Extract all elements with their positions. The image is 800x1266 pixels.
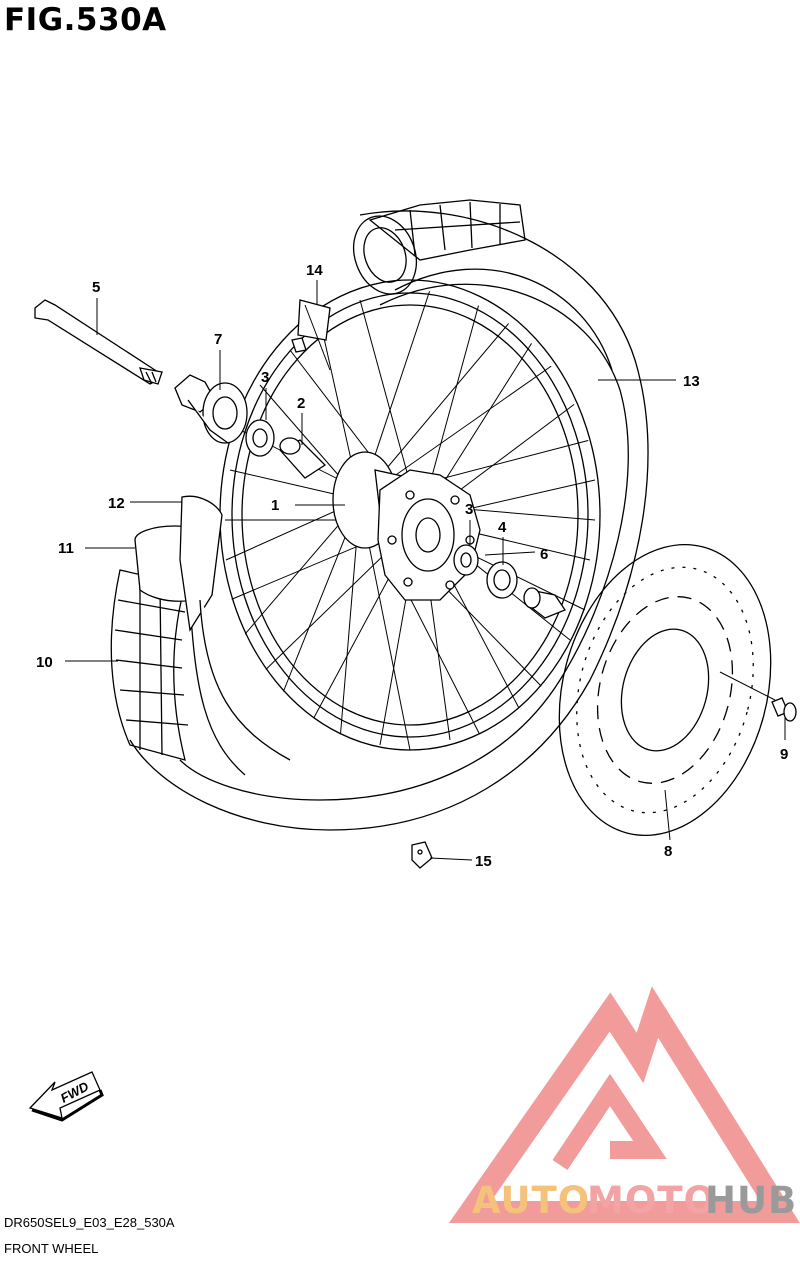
leader-lines	[65, 280, 786, 861]
watermark-hub: HUB	[705, 1179, 797, 1222]
watermark-moto: MOTO	[587, 1179, 716, 1222]
automotohub-watermark: AUTO MOTO HUB	[472, 1179, 797, 1222]
spacer	[278, 437, 327, 479]
callout-3-right: 3	[465, 501, 473, 518]
callout-10: 10	[36, 654, 53, 671]
callout-3-left: 3	[261, 369, 269, 386]
callout-2: 2	[297, 395, 305, 412]
model-code: DR650SEL9_E03_E28_530A	[4, 1215, 175, 1230]
balance-weight	[411, 841, 433, 869]
axle	[34, 299, 163, 385]
callout-7: 7	[214, 331, 222, 348]
callout-6: 6	[540, 546, 548, 563]
fwd-arrow-icon: FWD	[28, 1071, 104, 1122]
callout-numbers: 1 2 3 3 4 5 6 7 8 9 10 11 12 13 14 15	[36, 262, 788, 870]
callout-5: 5	[92, 279, 100, 296]
hub	[332, 451, 481, 601]
oil-seal	[486, 561, 518, 599]
callout-14: 14	[306, 262, 323, 279]
figure-name: FRONT WHEEL	[4, 1241, 99, 1256]
callout-11: 11	[58, 540, 74, 557]
callout-12: 12	[108, 495, 125, 512]
bearing-left	[245, 419, 275, 457]
callout-4: 4	[498, 519, 507, 536]
callout-1: 1	[271, 497, 279, 514]
valve	[291, 299, 331, 353]
bearing-right	[453, 544, 479, 576]
callout-8: 8	[664, 843, 672, 860]
figure-title: FIG.530A	[4, 2, 167, 38]
watermark-auto: AUTO	[472, 1179, 590, 1222]
callout-15: 15	[475, 853, 492, 870]
front-tire	[110, 199, 649, 831]
automotohub-logo-icon	[448, 986, 800, 1223]
rim-band	[179, 495, 291, 761]
callout-13: 13	[683, 373, 700, 390]
brake-disc	[558, 543, 772, 837]
disc-bolt	[771, 697, 797, 722]
callout-9: 9	[780, 746, 788, 763]
speedometer-gearbox	[174, 374, 248, 444]
collar	[523, 587, 566, 619]
